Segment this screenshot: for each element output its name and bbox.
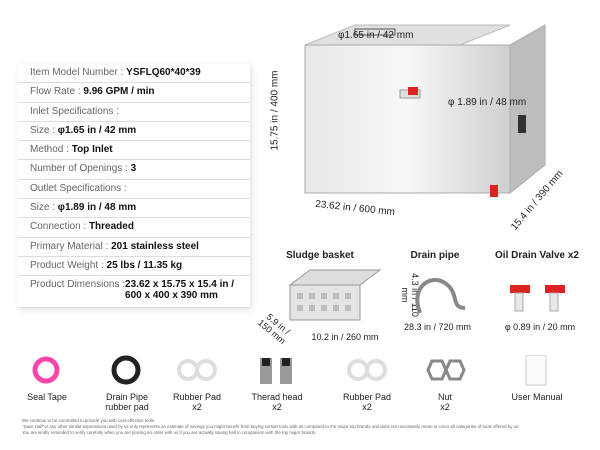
spec-row: Flow Rate : 9.96 GPM / min (18, 83, 250, 103)
accessory-icon (426, 359, 466, 381)
accessory-icon (347, 359, 387, 381)
drain-pipe-icon (415, 277, 466, 314)
accessory-name: Seal Tape (27, 392, 67, 402)
accessory-name: User Manual (511, 392, 563, 402)
outlet-label: φ 1.89 in / 48 mm (448, 97, 527, 108)
accessory-icon (177, 359, 217, 381)
disclaimer-line: You are kindly reminded to verify carefu… (22, 430, 317, 435)
spec-value: φ1.65 in / 42 mm (57, 124, 137, 136)
accessory-icon (111, 355, 141, 385)
accessory-name: Drain Pipe (105, 392, 149, 402)
spec-row: Size : φ1.65 in / 42 mm (18, 122, 250, 142)
inlet-label: φ1.65 in / 42 mm (338, 30, 414, 41)
accessory-name: Nut (437, 392, 452, 402)
spec-key: Outlet Specifications : (30, 182, 127, 194)
accessory-icon (525, 354, 547, 386)
disclaimer-line: We continue to be committed to provide y… (22, 418, 156, 423)
spec-row: Primary Material : 201 stainless steel (18, 238, 250, 257)
accessory-qty: rubber pad (105, 402, 149, 412)
spec-row: Item Model Number : YSFLQ60*40*39 (18, 64, 250, 84)
spec-key: Flow Rate : (30, 86, 84, 98)
spec-value: Top Inlet (71, 144, 113, 156)
spec-key: Item Model Number : (30, 67, 127, 78)
spec-value: Threaded (88, 221, 134, 233)
spec-row: Inlet Specifications : (18, 103, 250, 122)
disclaimer: We continue to be committed to provide y… (22, 418, 592, 436)
valve-size: φ 0.89 in / 20 mm (504, 322, 576, 332)
accessory-name: Rubber Pad (172, 392, 222, 402)
spec-key: Inlet Specifications : (30, 105, 119, 117)
spec-key: Primary Material : (30, 240, 112, 252)
pipe-size: 28.3 in / 720 mm (403, 322, 472, 332)
valve-title: Oil Drain Valve x2 (495, 250, 579, 261)
accessory-item: Seal Tape (17, 355, 77, 402)
spec-value: YSFLQ60*40*39 (126, 67, 201, 78)
accessory-name: Rubber Pad (342, 392, 392, 402)
spec-row: Outlet Specifications : (18, 180, 250, 200)
handle-icon (354, 28, 396, 36)
sludge-basket-icon (288, 269, 382, 321)
spec-key: Size : (30, 124, 58, 136)
spec-row: Size : φ1.89 in / 48 mm (18, 199, 250, 219)
accessory-name: Therad head (251, 392, 303, 402)
spec-key: Product Weight : (30, 259, 107, 271)
valve-icon (510, 285, 565, 312)
spec-value: 25 lbs / 11.35 kg (106, 259, 183, 271)
height-label: 15.75 in / 400 mm (269, 70, 281, 151)
spec-value: φ1.89 in / 48 mm (57, 202, 137, 214)
accessory-item: User Manual (507, 354, 567, 402)
spec-value: 9.96 GPM / min (83, 86, 155, 98)
accessory-qty: x2 (440, 402, 450, 412)
disclaimer-line: "Save Half"or any other similar expressi… (22, 424, 520, 429)
accessory-icon (260, 358, 292, 384)
basket-width: 10.2 in / 260 mm (311, 332, 379, 342)
spec-value: 201 stainless steel (111, 240, 199, 252)
basket-title: Sludge basket (286, 250, 354, 261)
accessory-icon (32, 356, 60, 384)
spec-row: Connection : Threaded (18, 218, 250, 238)
spec-value: 3 (130, 163, 137, 175)
spec-row: Method : Top Inlet (18, 141, 250, 161)
spec-key: Size : (30, 202, 58, 214)
accessory-qty: x2 (272, 402, 282, 412)
spec-row: Number of Openings : 3 (18, 160, 250, 180)
spec-key: Product Dimensions : (30, 279, 126, 291)
spec-row: Product Dimensions : 23.62 x 15.75 x 15.… (18, 276, 250, 309)
pipe-title: Drain pipe (410, 250, 460, 261)
spec-key: Method : (30, 144, 72, 156)
accessory-qty: x2 (192, 402, 202, 412)
accessory-qty: x2 (362, 402, 372, 412)
grease-trap-tank (304, 24, 546, 197)
spec-value: 23.62 x 15.75 x 15.4 in / 600 x 400 x 39… (125, 279, 235, 302)
spec-row: Product Weight : 25 lbs / 11.35 kg (18, 257, 250, 277)
spec-key: Connection : (30, 221, 89, 233)
spec-key: Number of Openings : (30, 163, 131, 175)
